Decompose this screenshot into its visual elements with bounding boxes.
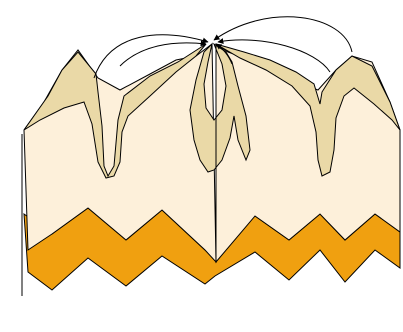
arrow-right-outer (214, 17, 352, 52)
